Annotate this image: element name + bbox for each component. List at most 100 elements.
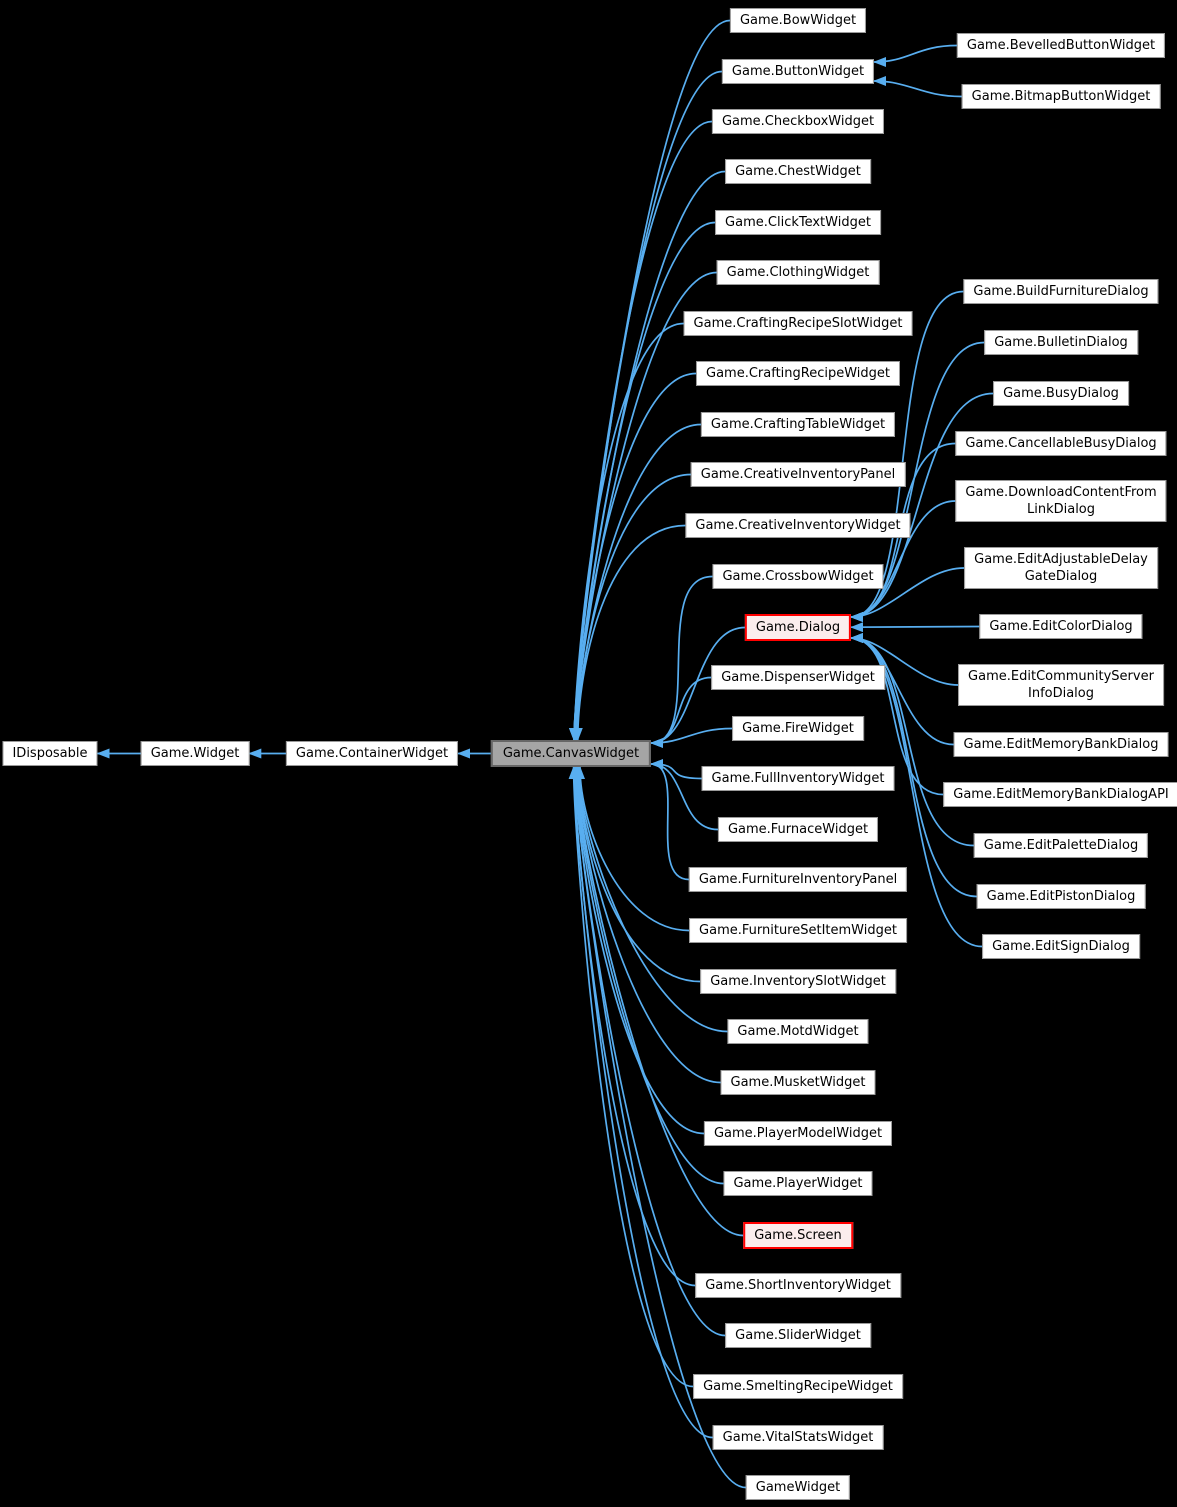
class-node-Dialog[interactable]: Game.Dialog [744, 614, 852, 641]
class-node-EditMemoryBankDialog[interactable]: Game.EditMemoryBankDialog [953, 732, 1169, 757]
class-node-BevelledButtonWidget[interactable]: Game.BevelledButtonWidget [956, 33, 1166, 58]
class-node-MotdWidget[interactable]: Game.MotdWidget [727, 1019, 869, 1044]
class-node-PlayerWidget[interactable]: Game.PlayerWidget [723, 1171, 873, 1196]
class-node-EditCommunityServerInfoDialog[interactable]: Game.EditCommunityServer InfoDialog [958, 664, 1164, 706]
class-name-label: Game.ClothingWidget [726, 265, 870, 280]
class-name-label: Game.FurnitureInventoryPanel [698, 872, 898, 887]
class-name-label: Game.CraftingRecipeSlotWidget [693, 316, 903, 331]
class-name-label: Game.BitmapButtonWidget [971, 89, 1151, 104]
class-name-label: Game.EditAdjustableDelay GateDialog [974, 552, 1148, 584]
class-name-label: Game.BusyDialog [1003, 386, 1119, 401]
class-node-EditPaletteDialog[interactable]: Game.EditPaletteDialog [973, 833, 1149, 858]
class-node-CreativeInventoryPanel[interactable]: Game.CreativeInventoryPanel [690, 462, 906, 487]
class-node-BulletinDialog[interactable]: Game.BulletinDialog [984, 330, 1138, 355]
class-node-ShortInventoryWidget[interactable]: Game.ShortInventoryWidget [695, 1273, 901, 1298]
class-node-InventorySlotWidget[interactable]: Game.InventorySlotWidget [700, 969, 896, 994]
class-name-label: Game.EditMemoryBankDialog [963, 737, 1159, 752]
class-node-EditAdjustableDelayGateDialog[interactable]: Game.EditAdjustableDelay GateDialog [964, 547, 1158, 589]
class-node-BusyDialog[interactable]: Game.BusyDialog [993, 381, 1129, 406]
class-node-GameWidget[interactable]: GameWidget [745, 1475, 851, 1500]
class-name-label: Game.BulletinDialog [994, 335, 1128, 350]
class-name-label: Game.SliderWidget [735, 1328, 861, 1343]
class-name-label: Game.CreativeInventoryWidget [695, 518, 901, 533]
class-node-CraftingRecipeSlotWidget[interactable]: Game.CraftingRecipeSlotWidget [683, 311, 913, 336]
class-name-label: Game.EditColorDialog [989, 619, 1133, 634]
inheritance-edge-FurnitureInventoryPanel-to-CanvasWidget [650, 759, 689, 881]
class-name-label: Game.ShortInventoryWidget [705, 1278, 891, 1293]
class-name-label: Game.PlayerWidget [733, 1176, 863, 1191]
class-node-CreativeInventoryWidget[interactable]: Game.CreativeInventoryWidget [685, 513, 911, 538]
class-node-SliderWidget[interactable]: Game.SliderWidget [725, 1323, 871, 1348]
class-node-ClothingWidget[interactable]: Game.ClothingWidget [716, 260, 880, 285]
inheritance-edge-DispenserWidget-to-CanvasWidget [650, 676, 712, 748]
class-node-CancellableBusyDialog[interactable]: Game.CancellableBusyDialog [955, 431, 1167, 456]
class-node-CanvasWidget[interactable]: Game.CanvasWidget [490, 740, 652, 767]
inheritance-edge-EditPaletteDialog-to-Dialog [850, 633, 974, 847]
class-name-label: Game.EditCommunityServer InfoDialog [968, 669, 1154, 701]
class-node-BuildFurnitureDialog[interactable]: Game.BuildFurnitureDialog [963, 279, 1159, 304]
class-name-label: Game.BevelledButtonWidget [966, 38, 1156, 53]
inheritance-edge-FurnitureSetItemWidget-to-CanvasWidget [575, 766, 690, 932]
class-name-label: Game.ChestWidget [735, 164, 861, 179]
class-node-FullInventoryWidget[interactable]: Game.FullInventoryWidget [701, 766, 895, 791]
class-node-BitmapButtonWidget[interactable]: Game.BitmapButtonWidget [961, 84, 1161, 109]
class-node-FurnaceWidget[interactable]: Game.FurnaceWidget [717, 817, 879, 842]
inheritance-edge-BusyDialog-to-Dialog [850, 392, 994, 622]
class-node-CrossbowWidget[interactable]: Game.CrossbowWidget [712, 564, 884, 589]
class-name-label: Game.DownloadContentFrom LinkDialog [965, 485, 1157, 517]
class-node-MusketWidget[interactable]: Game.MusketWidget [720, 1070, 876, 1095]
class-name-label: Game.FullInventoryWidget [711, 771, 885, 786]
inheritance-edge-CreativeInventoryPanel-to-CanvasWidget [571, 473, 691, 741]
class-node-FurnitureSetItemWidget[interactable]: Game.FurnitureSetItemWidget [689, 918, 907, 943]
class-node-CraftingTableWidget[interactable]: Game.CraftingTableWidget [700, 412, 896, 437]
inheritance-edge-EditSignDialog-to-Dialog [850, 633, 983, 948]
class-name-label: Game.Screen [754, 1228, 842, 1243]
class-name-label: Game.VitalStatsWidget [722, 1430, 874, 1445]
class-name-label: IDisposable [12, 746, 88, 761]
class-node-ChestWidget[interactable]: Game.ChestWidget [725, 159, 871, 184]
inheritance-edge-MusketWidget-to-CanvasWidget [572, 766, 721, 1084]
inheritance-edge-CheckboxWidget-to-CanvasWidget [569, 120, 712, 741]
inheritance-edge-ClothingWidget-to-CanvasWidget [570, 271, 717, 741]
class-node-DownloadContentFromLinkDialog[interactable]: Game.DownloadContentFrom LinkDialog [955, 480, 1167, 522]
class-name-label: Game.CreativeInventoryPanel [700, 467, 896, 482]
class-node-ContainerWidget[interactable]: Game.ContainerWidget [285, 741, 459, 766]
class-node-EditColorDialog[interactable]: Game.EditColorDialog [979, 614, 1143, 639]
class-node-VitalStatsWidget[interactable]: Game.VitalStatsWidget [712, 1425, 884, 1450]
class-name-label: Game.FireWidget [742, 721, 854, 736]
class-node-CraftingRecipeWidget[interactable]: Game.CraftingRecipeWidget [695, 361, 901, 386]
class-node-Widget[interactable]: Game.Widget [140, 741, 250, 766]
inheritance-edge-GameWidget-to-CanvasWidget [569, 766, 746, 1489]
class-name-label: Game.CanvasWidget [502, 746, 640, 761]
class-name-label: Game.EditPistonDialog [986, 889, 1136, 904]
class-node-PlayerModelWidget[interactable]: Game.PlayerModelWidget [703, 1121, 893, 1146]
class-name-label: Game.InventorySlotWidget [710, 974, 886, 989]
class-node-IDisposable[interactable]: IDisposable [2, 741, 98, 766]
class-node-EditPistonDialog[interactable]: Game.EditPistonDialog [976, 884, 1146, 909]
class-node-ClickTextWidget[interactable]: Game.ClickTextWidget [715, 210, 881, 235]
class-name-label: Game.CraftingRecipeWidget [705, 366, 891, 381]
class-name-label: Game.ButtonWidget [731, 64, 865, 79]
class-name-label: Game.EditPaletteDialog [983, 838, 1139, 853]
class-node-EditMemoryBankDialogAPI[interactable]: Game.EditMemoryBankDialogAPI [943, 782, 1177, 807]
class-name-label: Game.CancellableBusyDialog [965, 436, 1157, 451]
class-name-label: Game.EditMemoryBankDialogAPI [953, 787, 1169, 802]
class-node-EditSignDialog[interactable]: Game.EditSignDialog [982, 934, 1140, 959]
inheritance-edge-BuildFurnitureDialog-to-Dialog [850, 290, 964, 622]
class-name-label: Game.BowWidget [739, 13, 857, 28]
class-node-FireWidget[interactable]: Game.FireWidget [732, 716, 864, 741]
class-node-ButtonWidget[interactable]: Game.ButtonWidget [721, 59, 875, 84]
class-name-label: Game.DispenserWidget [721, 670, 875, 685]
class-node-SmeltingRecipeWidget[interactable]: Game.SmeltingRecipeWidget [693, 1374, 903, 1399]
class-node-FurnitureInventoryPanel[interactable]: Game.FurnitureInventoryPanel [688, 867, 908, 892]
class-node-CheckboxWidget[interactable]: Game.CheckboxWidget [711, 109, 885, 134]
class-node-Screen[interactable]: Game.Screen [743, 1222, 853, 1249]
inheritance-edge-CrossbowWidget-to-CanvasWidget [650, 575, 713, 748]
inheritance-edge-CreativeInventoryWidget-to-CanvasWidget [572, 524, 686, 741]
class-name-label: Game.PlayerModelWidget [713, 1126, 883, 1141]
class-name-label: Game.Dialog [755, 620, 841, 635]
class-node-DispenserWidget[interactable]: Game.DispenserWidget [711, 665, 885, 690]
class-node-BowWidget[interactable]: Game.BowWidget [729, 8, 867, 33]
inheritance-edge-CraftingRecipeSlotWidget-to-CanvasWidget [569, 322, 684, 741]
